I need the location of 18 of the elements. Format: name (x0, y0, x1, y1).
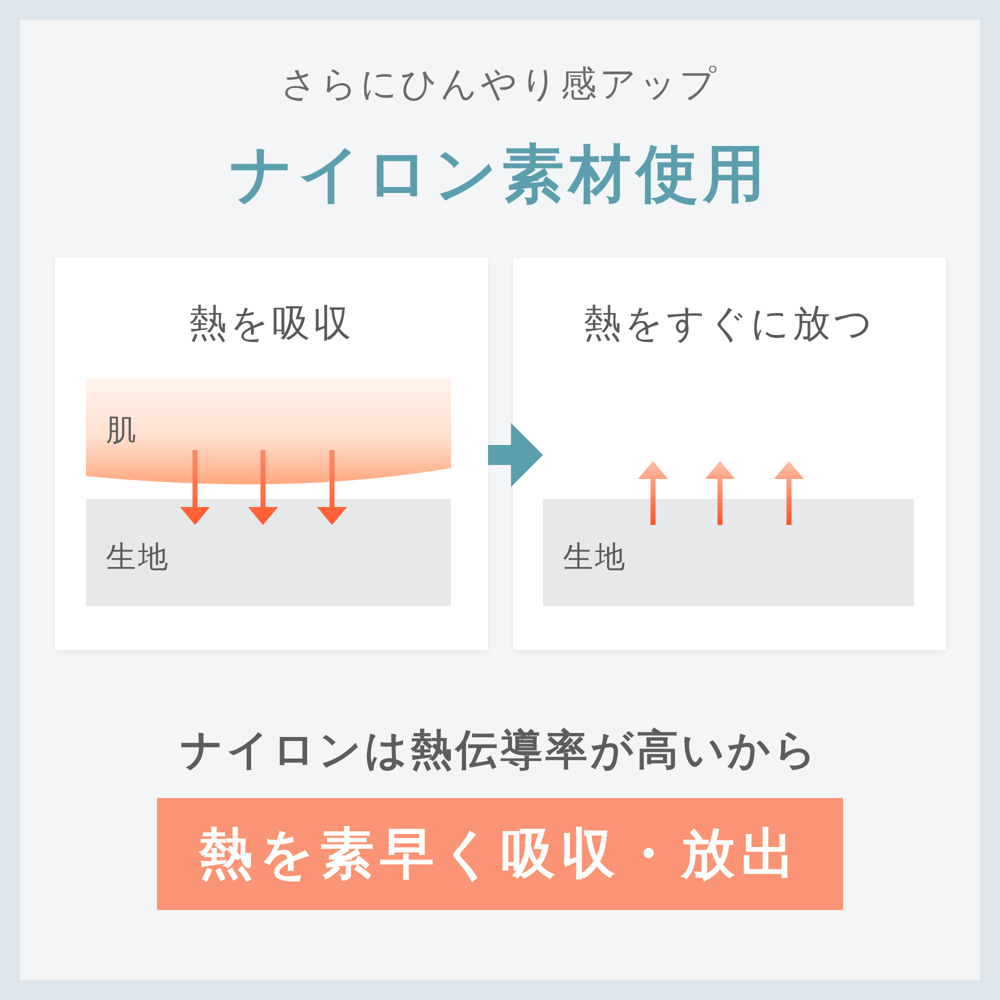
layer-label: 肌 (106, 412, 136, 450)
subtitle: さらにひんやり感アップ (280, 63, 720, 107)
panel-heading: 熱を吸収 (188, 300, 355, 347)
title: ナイロン素材使用 (229, 136, 771, 212)
layer-label: 生地 (106, 539, 170, 577)
panel-heading: 熱をすぐに放つ (582, 300, 876, 347)
layer-label: 生地 (563, 539, 627, 577)
banner-text: 熱を素早く吸収・放出 (198, 821, 802, 887)
arrow (248, 450, 278, 525)
arrow (488, 423, 543, 487)
arrow (317, 450, 347, 525)
arrow (180, 450, 210, 525)
panel-card (513, 258, 946, 650)
caption-text: ナイロンは熱伝導率が高いから (180, 724, 820, 776)
fabric-layer (86, 499, 451, 606)
highlight-banner (157, 798, 843, 910)
panel-card (55, 258, 488, 650)
fabric-layer (543, 499, 914, 606)
